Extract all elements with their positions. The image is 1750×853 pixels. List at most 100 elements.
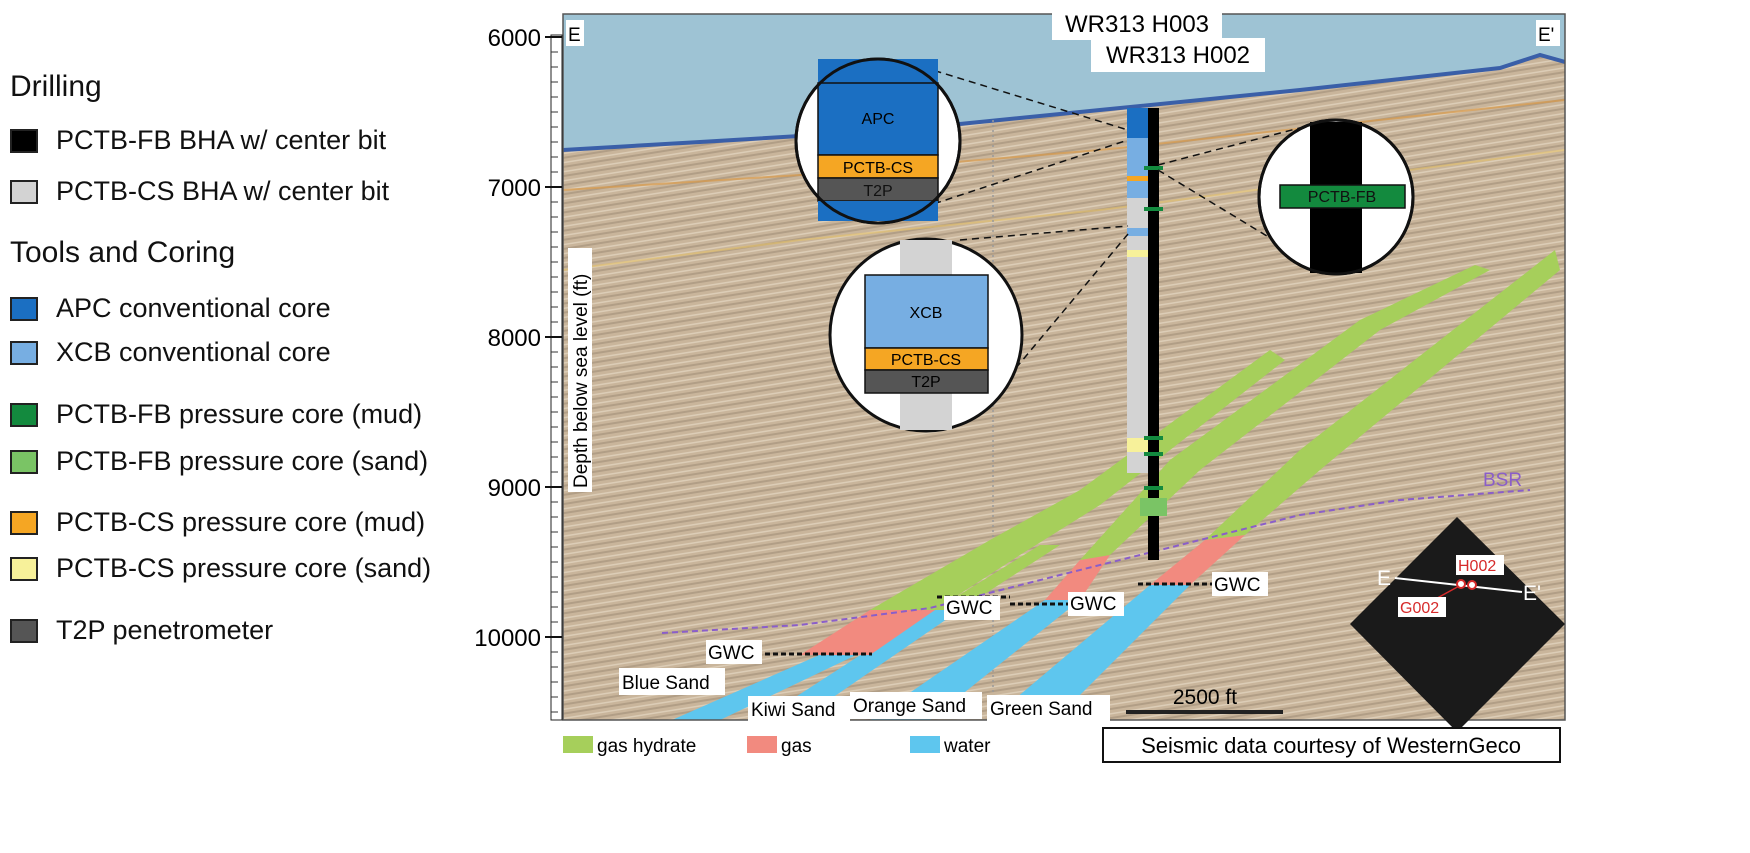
depth-axis: 6000 7000 8000 9000 10000 bbox=[474, 25, 563, 721]
t2p-label: T2P bbox=[863, 183, 892, 200]
gwc-label-box bbox=[706, 640, 762, 664]
pctb-fb-mud-core bbox=[1144, 166, 1163, 170]
e-prime-label-box bbox=[1536, 20, 1560, 46]
apc-swatch bbox=[10, 296, 38, 321]
inset-fb-connector bbox=[1157, 169, 1291, 251]
blue-sand-gas bbox=[800, 610, 935, 655]
inset-apc: APC PCTB-CS T2P bbox=[794, 57, 962, 225]
inset-circle-outline bbox=[1257, 118, 1415, 276]
gwc-label: GWC bbox=[946, 598, 992, 619]
bottom-legend-label: gas bbox=[781, 736, 812, 757]
pctb-cs-sand-core bbox=[1127, 438, 1149, 452]
legend-item-xcb: XCB conventional core bbox=[10, 337, 331, 368]
orange-sand-gas bbox=[1045, 555, 1110, 600]
pctb-fb-mud-core bbox=[1144, 436, 1163, 440]
pctb-cs-label: PCTB-CS bbox=[891, 352, 961, 369]
bsr-label: BSR bbox=[1483, 470, 1522, 491]
inset-circle-outline bbox=[794, 57, 962, 225]
gas-hydrate-swatch bbox=[563, 736, 593, 753]
inset-xcb: XCB PCTB-CS T2P bbox=[828, 237, 1024, 433]
map-e-label: E bbox=[1377, 567, 1391, 590]
pctb-fb-sand-core bbox=[1140, 498, 1167, 516]
pctb-cs-mud-core bbox=[1127, 176, 1149, 181]
pctb-cs-sand-swatch bbox=[10, 556, 38, 581]
legend-label: PCTB-CS pressure core (sand) bbox=[56, 553, 432, 583]
tick-label: 6000 bbox=[488, 25, 541, 52]
pctb-cs-sand-core bbox=[1127, 250, 1149, 257]
well-label-box bbox=[1091, 38, 1265, 72]
axis-title: Depth below sea level (ft) bbox=[571, 274, 592, 488]
kiwi-sand-water bbox=[760, 610, 960, 720]
section-right-end: E' bbox=[1538, 25, 1554, 46]
sand-label-box bbox=[619, 668, 725, 695]
t2p-block bbox=[864, 369, 989, 394]
sand-label-box bbox=[850, 692, 982, 719]
legend-item-pctb-cs-mud: PCTB-CS pressure core (mud) bbox=[10, 507, 425, 538]
well-h003-pctb-cs bbox=[1127, 108, 1149, 473]
legend-item-pctb-fb-bha: PCTB-FB BHA w/ center bit bbox=[10, 125, 386, 156]
map-e-prime-label: E' bbox=[1523, 582, 1541, 605]
pctb-fb-block bbox=[1279, 184, 1406, 209]
xcb-core-block bbox=[864, 274, 989, 349]
section-left-end: E bbox=[568, 25, 581, 46]
t2p-swatch bbox=[10, 618, 38, 643]
orange-sand-hydrate bbox=[1080, 265, 1490, 560]
seafloor-reflector bbox=[563, 52, 1565, 152]
orange-sand-water bbox=[870, 600, 1080, 720]
gwc-label-box bbox=[1212, 572, 1268, 596]
xcb-label: XCB bbox=[910, 305, 943, 322]
tools-heading: Tools and Coring bbox=[10, 236, 236, 269]
kiwi-sand-hydrate bbox=[935, 545, 1060, 610]
credit-text: Seismic data courtesy of WesternGeco bbox=[1141, 733, 1521, 758]
xcb-core-interval bbox=[1127, 138, 1149, 198]
legend-label: PCTB-FB pressure core (sand) bbox=[56, 446, 429, 476]
pctb-fb-mud-swatch bbox=[10, 402, 38, 427]
map-well-h002: H002 bbox=[1458, 558, 1496, 575]
seismic-panel bbox=[563, 14, 1565, 720]
legend-item-t2p: T2P penetrometer bbox=[10, 615, 273, 646]
pctb-fb-bha-swatch bbox=[10, 128, 38, 153]
well-h002-pctb-fb bbox=[1148, 108, 1159, 560]
legend-item-pctb-cs-sand: PCTB-CS pressure core (sand) bbox=[10, 553, 431, 584]
bsr-line bbox=[661, 489, 1531, 634]
scale-bar-label: 2500 ft bbox=[1173, 686, 1237, 709]
legend-label: PCTB-CS pressure core (mud) bbox=[56, 507, 426, 537]
legend-item-pctb-cs-bha: PCTB-CS BHA w/ center bit bbox=[10, 176, 389, 207]
inset-xcb-connector bbox=[959, 225, 1129, 241]
bottom-legend-label: gas hydrate bbox=[597, 736, 696, 757]
gwc-label-box bbox=[944, 596, 1000, 620]
pctb-cs-bha-swatch bbox=[10, 179, 38, 204]
legend-item-pctb-fb-sand: PCTB-FB pressure core (sand) bbox=[10, 446, 428, 477]
blue-sand-hydrate bbox=[870, 350, 1285, 610]
gwc-label: GWC bbox=[708, 643, 754, 664]
map-label-box bbox=[1456, 555, 1504, 575]
apc-label: APC bbox=[862, 111, 895, 128]
map-label-box bbox=[1398, 597, 1446, 617]
e-label-box bbox=[566, 20, 584, 46]
map-well-dot bbox=[1467, 580, 1477, 590]
sand-label-box bbox=[748, 696, 850, 723]
green-sand-hydrate bbox=[1205, 250, 1560, 540]
tick-label: 8000 bbox=[488, 325, 541, 352]
legend-item-apc: APC conventional core bbox=[10, 293, 331, 324]
well-label-box bbox=[1052, 6, 1222, 40]
legend-label: PCTB-FB pressure core (mud) bbox=[56, 399, 423, 429]
legend-label: T2P penetrometer bbox=[56, 615, 274, 645]
gas-swatch bbox=[747, 736, 777, 753]
sand-label-box bbox=[987, 695, 1110, 722]
sand-label-kiwi: Kiwi Sand bbox=[751, 700, 836, 721]
pctb-fb-label: PCTB-FB bbox=[1308, 189, 1376, 206]
apc-core-interval bbox=[1127, 108, 1149, 138]
inset-fb: PCTB-FB bbox=[1257, 118, 1415, 276]
map-well-g002: G002 bbox=[1400, 600, 1439, 617]
t2p-label: T2P bbox=[911, 374, 940, 391]
gwc-label: GWC bbox=[1070, 594, 1116, 615]
gwc-label-box bbox=[1068, 592, 1124, 616]
pctb-cs-label: PCTB-CS bbox=[843, 160, 913, 177]
map-diamond bbox=[1350, 517, 1565, 732]
pctb-fb-mud-core bbox=[1144, 207, 1163, 211]
legend-label: APC conventional core bbox=[56, 293, 331, 323]
xcb-swatch bbox=[10, 340, 38, 365]
tick-label: 10000 bbox=[474, 625, 541, 652]
